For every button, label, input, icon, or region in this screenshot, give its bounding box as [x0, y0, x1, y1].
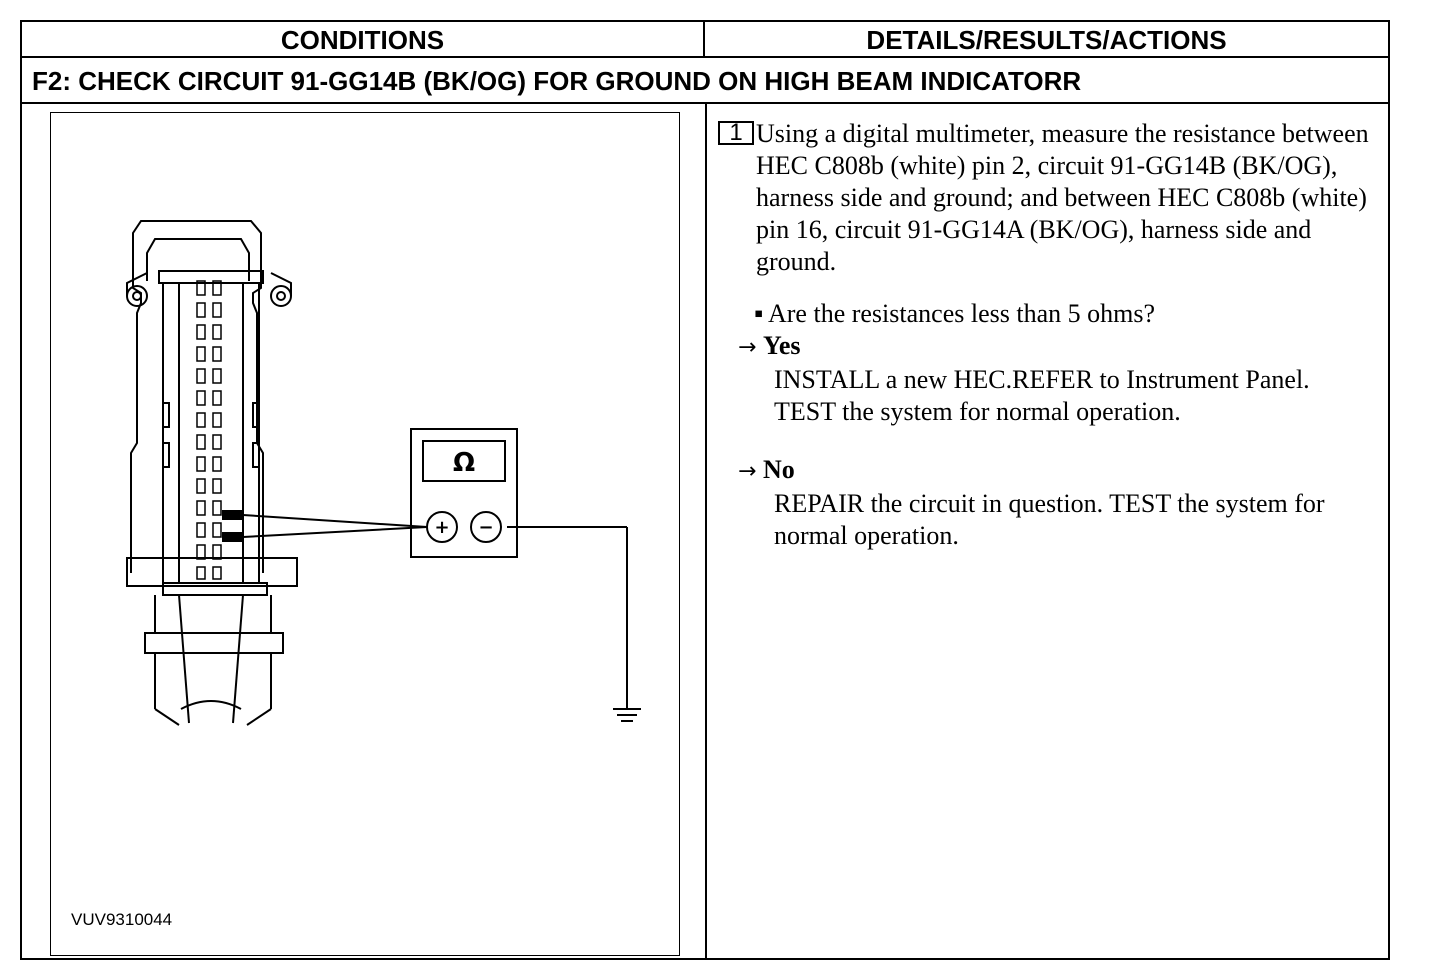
conditions-figure: Ω + − VUV9310044: [50, 112, 680, 956]
multimeter-icon: [410, 428, 518, 558]
answer-yes-label: Yes: [762, 331, 801, 360]
arrow-right-icon: →: [738, 335, 757, 360]
plus-terminal: +: [434, 517, 449, 538]
step-row: 1 Using a digital multimeter, measure th…: [718, 118, 1386, 278]
probe-leads: [222, 510, 628, 709]
minus-terminal: −: [478, 517, 493, 538]
question-text: Are the resistances less than 5 ohms?: [768, 299, 1156, 328]
answer-yes-action: INSTALL a new HEC.REFER to Instrument Pa…: [774, 365, 1310, 426]
answer-yes: → Yes INSTALL a new HEC.REFER to Instrum…: [718, 330, 1386, 428]
answer-no-action: REPAIR the circuit in question. TEST the…: [774, 489, 1325, 550]
details-header: DETAILS/RESULTS/ACTIONS: [705, 22, 1388, 58]
figure-code: VUV9310044: [71, 910, 173, 929]
answer-no-label: No: [762, 455, 795, 484]
answer-no: → No REPAIR the circuit in question. TES…: [718, 454, 1386, 552]
ground-symbol-icon: [613, 708, 641, 722]
connector-icon: [126, 220, 298, 726]
conditions-header: CONDITIONS: [22, 22, 705, 58]
terminal-cavities: [196, 280, 222, 580]
column-divider: [705, 104, 707, 960]
step-title: F2: CHECK CIRCUIT 91-GG14B (BK/OG) FOR G…: [22, 58, 1388, 104]
step-instruction: Using a digital multimeter, measure the …: [756, 119, 1369, 276]
diagram-svg: Ω + −: [126, 220, 641, 726]
bullet-icon: ▪: [754, 299, 764, 328]
question-row: ▪ Are the resistances less than 5 ohms?: [718, 298, 1386, 330]
procedure-table: CONDITIONS DETAILS/RESULTS/ACTIONS F2: C…: [20, 20, 1390, 960]
ohm-symbol: Ω: [453, 448, 475, 478]
arrow-right-icon: →: [738, 459, 757, 484]
details-panel: 1 Using a digital multimeter, measure th…: [718, 118, 1386, 552]
step-number: 1: [718, 121, 754, 145]
